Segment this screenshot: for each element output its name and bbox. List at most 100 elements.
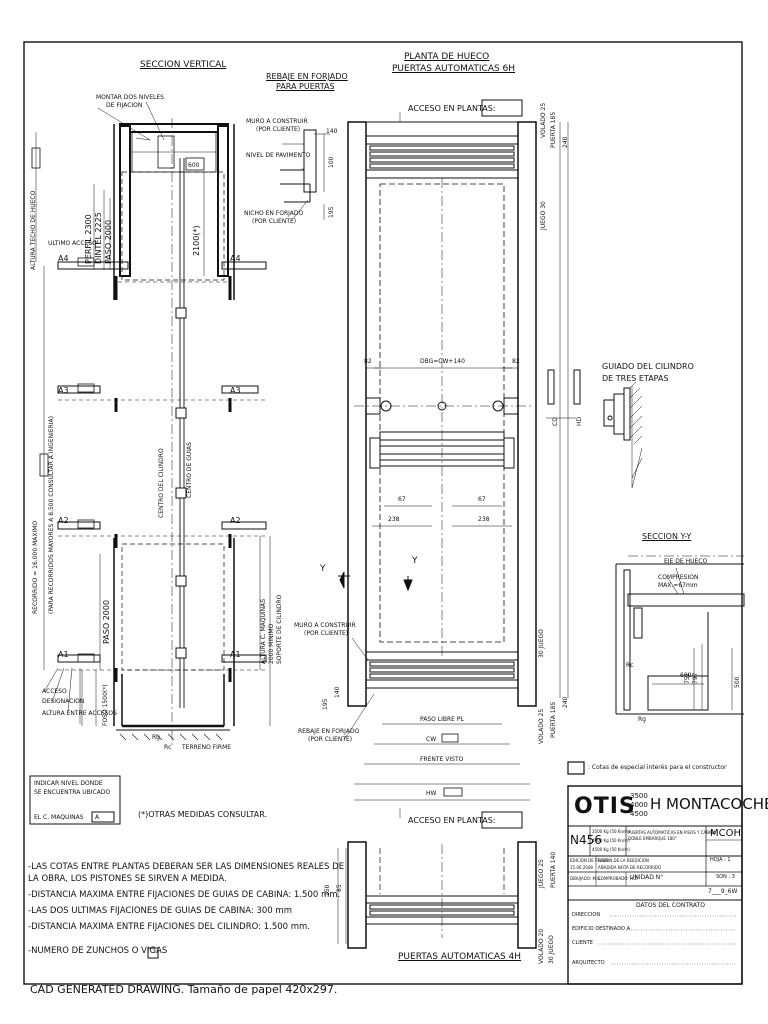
dim-238-left: 238 [388,516,400,523]
otis-logo: OTIS [574,794,636,819]
a3-left-label: A3 [58,386,69,395]
datos-contrato-header: DATOS DEL CONTRATO [636,902,705,909]
rc-yy-label: Rc [626,662,634,669]
cd-label: CD [552,417,559,426]
compresion-label: COMPRESION [658,574,699,581]
ultimo-acceso-label: ULTIMO ACCESO [48,240,97,247]
technical-drawing [23,41,745,985]
altura-techo-label: ALTURA TECHO DE HUECO [30,190,37,270]
load-2: 4000 Kg (50 Kn/m) [592,838,630,843]
indicar-line-2: SE ENCUENTRA UBICADO [34,789,111,796]
a2-left-label: A2 [58,516,69,525]
juego-bot-label: 30 JUEGO [538,629,545,658]
nicho-label-1: NICHO EN FORJADO [244,210,304,217]
model-3500: 3500 [630,792,648,800]
dim-600-yy-label: 600 [680,672,692,679]
drawing-code: N456 [570,833,602,847]
altura-maquinas-label: ALTURA C. MAQUINAS [260,598,267,664]
montar-label-1: MONTAR DOS NIVELES [96,94,164,101]
rc-label: Rc [164,744,172,751]
dim-82-right: 82 [512,358,520,365]
dim-67-left: 67 [398,496,406,503]
altura-entre-label: ALTURA ENTRE ACCESOS [42,710,117,717]
dim-238-right: 238 [478,516,490,523]
product-title: H MONTACOCHES [650,795,768,813]
centro-guias-label: CENTRO DE GUIAS [186,442,193,498]
volado-20-label: VOLADO 20 [538,928,545,964]
edificio-field: EDIFICIO DESTINADO A [572,926,630,932]
dim-2100-label: 2100(*) [192,225,201,256]
note-line: -DISTANCIA MAXIMA ENTRE FIJACIONES DE GU… [28,890,341,900]
recorrido-label-1: RECORRIDO = 16.000 MAXIMO [32,520,39,614]
seccion-yy-title: SECCION Y-Y [642,532,692,541]
drawing-code-right: MCOH [710,828,742,839]
comprobado-label: COMPROBADO: H.Z. [598,876,639,881]
el-c-maquinas-label: EL C. MAQUINAS [34,814,84,821]
dbg-label: DBG=CW+140 [420,358,465,365]
rebaje-muro-1: MURO A CONSTRUIR [246,118,308,125]
hd-label: HD [576,416,583,426]
a1-right-label: A1 [230,650,241,659]
puerta-bot-label: PUERTA 185 [550,701,557,738]
unidad-label: UNIDAD N° [630,874,664,881]
rg-yy-label: Rg [638,716,646,723]
paso-libre-label: PASO LIBRE PL [420,716,464,723]
dim-797-label: 797 [692,672,699,684]
otras-medidas-note: (*)OTRAS MEDIDAS CONSULTAR. [138,810,268,819]
direccion-field: DIRECCION [572,912,601,918]
perfil-label: PERFIL 2300 [84,214,93,264]
juego-4h-label: JUEGO 25 [538,859,545,888]
rebaje-title-1: REBAJE EN FORJADO [266,72,348,81]
dibujado-label: DIBUJADO: M.G. [570,876,602,881]
volado-bot-label: VOLADO 25 [538,708,545,744]
note-line: LA OBRA, LOS PISTONES SE SIRVEN A MEDIDA… [28,874,227,884]
juego-top-label: JUEGO 30 [540,201,547,230]
soporte-label: SOPORTE DE CILINDRO [276,594,283,664]
puertas-4h-title: PUERTAS AUTOMATICAS 4H [398,952,522,962]
maquinas-level-value: A [95,814,100,821]
hw-label: HW [426,790,437,797]
y-right-label: Y [412,556,418,566]
montar-label-2: DE FIJACION [106,102,143,109]
dim-240b-label: 240 [562,696,569,708]
drawing-sheet: SECCION VERTICAL MONTAR DOS NIVELES DE F… [8,8,768,1016]
guiado-title-2: DE TRES ETAPAS [602,374,669,383]
acceso-plantas-top: ACCESO EN PLANTAS: [408,104,496,113]
frente-visto-label: FRENTE VISTO [420,756,464,763]
nivel-pavimento-label: NIVEL DE PAVIMENTO [246,152,311,159]
a1-left-label: A1 [58,650,69,659]
description-2: DOBLE EMBARQUE 180° [628,836,677,841]
plan-rebaje-2: (POR CLIENTE) [308,736,353,743]
edicion-value: 15.06.2008 [570,865,593,870]
a4-right-label: A4 [230,254,241,263]
note-line: -DISTANCIA MAXIMA ENTRE FIJACIONES DEL C… [28,922,311,932]
juego-30-label: 30 JUEGO [548,935,555,964]
designacion-label: DESIGNACION [42,698,85,705]
load-1: 3500 Kg (50 Kn/m) [592,829,630,834]
edicion-label: EDICION DE FECHA [570,858,609,863]
y-left-label: Y [320,564,326,574]
dim-600-label: 600 [188,162,200,169]
acceso-plantas-bottom: ACCESO EN PLANTAS: [408,816,496,825]
section-vertical-title: SECCION VERTICAL [140,60,227,70]
plan-muro-2: (POR CLIENTE) [304,630,349,637]
paso-2000-label: PASO 2000 [102,599,111,644]
planta-title-2: PUERTAS AUTOMATICAS 6H [392,64,516,74]
plan-muro-1: MURO A CONSTRUIR [294,622,356,629]
dintel-label: DINTEL 2225 [94,212,103,264]
cw-label: CW [426,736,437,743]
recorrido-label-2: (PARA RECORRIDOS MAYORES A 8.500 CONSULT… [48,416,55,614]
note-line: -LAS COTAS ENTRE PLANTAS DEBERAN SER LAS… [28,862,345,872]
dim-195-label: 195 [322,698,329,710]
minimo-label: 2000 MINIMO [268,623,275,664]
note-line: -NUMERO DE ZUNCHOS O VIGAS [28,946,168,956]
razon-value: AÑADIDA NOTA DE RECORRIDO [598,865,662,870]
rebaje-muro-2: (POR CLIENTE) [256,126,301,133]
foso-label: FOSO 1500(*) [102,684,109,726]
a4-left-label: A4 [58,254,69,263]
note-line: -LAS DOS ULTIMAS FIJACIONES DE GUIAS DE … [28,906,292,916]
dim-82-left: 82 [364,358,372,365]
son-label: SON : 3 [716,874,735,880]
indicar-line-1: INDICAR NIVEL DONDE [34,780,103,787]
puerta-140-label: PUERTA 140 [550,851,557,888]
